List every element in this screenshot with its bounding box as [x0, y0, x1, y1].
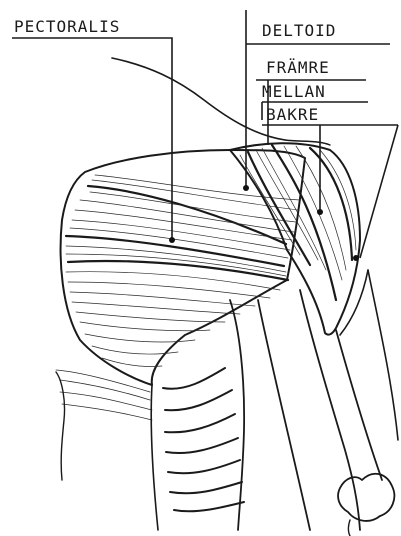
- deltoid-hatching: [240, 146, 356, 280]
- arm-back-contour: [368, 270, 398, 440]
- humerus-back: [336, 330, 382, 480]
- ribcage: [163, 368, 244, 511]
- mellan-marker: [317, 209, 323, 215]
- neck-contour: [112, 58, 285, 140]
- deltoid-marker: [243, 185, 249, 191]
- torso-side-contour: [56, 372, 65, 480]
- humerus-front: [300, 290, 360, 530]
- ribcage-hatching: [56, 370, 152, 420]
- pectoralis-label: PECTORALIS: [14, 19, 120, 35]
- bakre-label: BAKRE: [266, 107, 319, 123]
- bakre-leader: [360, 125, 398, 258]
- pectoralis-band-1: [88, 186, 286, 244]
- mellan-label: MELLAN: [262, 84, 326, 100]
- pectoralis-marker: [169, 237, 175, 243]
- arm-inner-contour: [258, 300, 310, 530]
- bakre-marker: [353, 255, 359, 261]
- deltoid-label: DELTOID: [262, 23, 336, 39]
- sternum-contour: [151, 385, 158, 530]
- framre-label: FRÄMRE: [266, 60, 330, 76]
- forearm-contour: [349, 520, 351, 536]
- elbow-joint: [338, 474, 394, 521]
